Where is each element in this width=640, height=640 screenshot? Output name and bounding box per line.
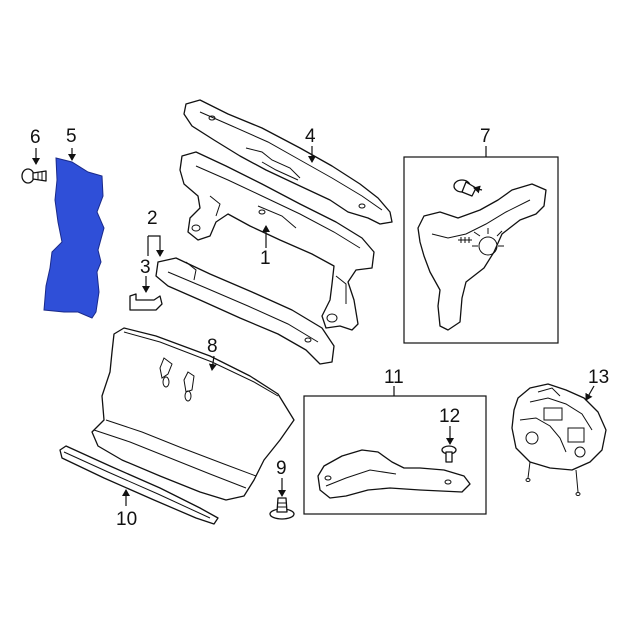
callout-1: 1 [260, 248, 271, 269]
part-12-push-pin[interactable] [441, 445, 457, 463]
callout-2: 2 [147, 208, 158, 229]
part-11-shield[interactable] [317, 449, 471, 499]
callout-6: 6 [30, 127, 41, 148]
detail-box-11 [303, 395, 487, 515]
callout-8: 8 [207, 336, 218, 357]
part-5-deflector-highlighted[interactable] [43, 157, 105, 319]
part-9-push-pin[interactable] [269, 497, 295, 520]
part-6-push-pin[interactable] [21, 168, 47, 184]
callout-11: 11 [384, 367, 404, 388]
leader-13 [585, 385, 595, 401]
callout-10: 10 [116, 509, 137, 530]
part-7-push-pin[interactable] [453, 179, 477, 197]
part-4-upper-tie-bar[interactable] [183, 99, 393, 225]
part-8-air-deflector[interactable] [91, 327, 295, 501]
callout-3: 3 [140, 257, 151, 278]
callout-13: 13 [588, 367, 609, 388]
callout-9: 9 [276, 458, 287, 479]
part-3-bracket[interactable] [129, 293, 163, 311]
leader-7b [473, 185, 483, 194]
callout-12: 12 [439, 406, 460, 427]
callout-5: 5 [66, 126, 77, 147]
detail-box-7 [403, 156, 559, 344]
part-1-radiator-support[interactable] [179, 151, 375, 331]
part-2-lower-brace[interactable] [155, 257, 335, 365]
leader-2 [148, 235, 164, 257]
callout-7: 7 [480, 126, 491, 147]
callout-4: 4 [305, 126, 316, 147]
part-7-air-duct[interactable] [417, 183, 547, 331]
part-10-seal-strip[interactable] [59, 445, 219, 525]
leader-8 [208, 355, 217, 371]
part-13-actuator[interactable] [511, 383, 607, 496]
